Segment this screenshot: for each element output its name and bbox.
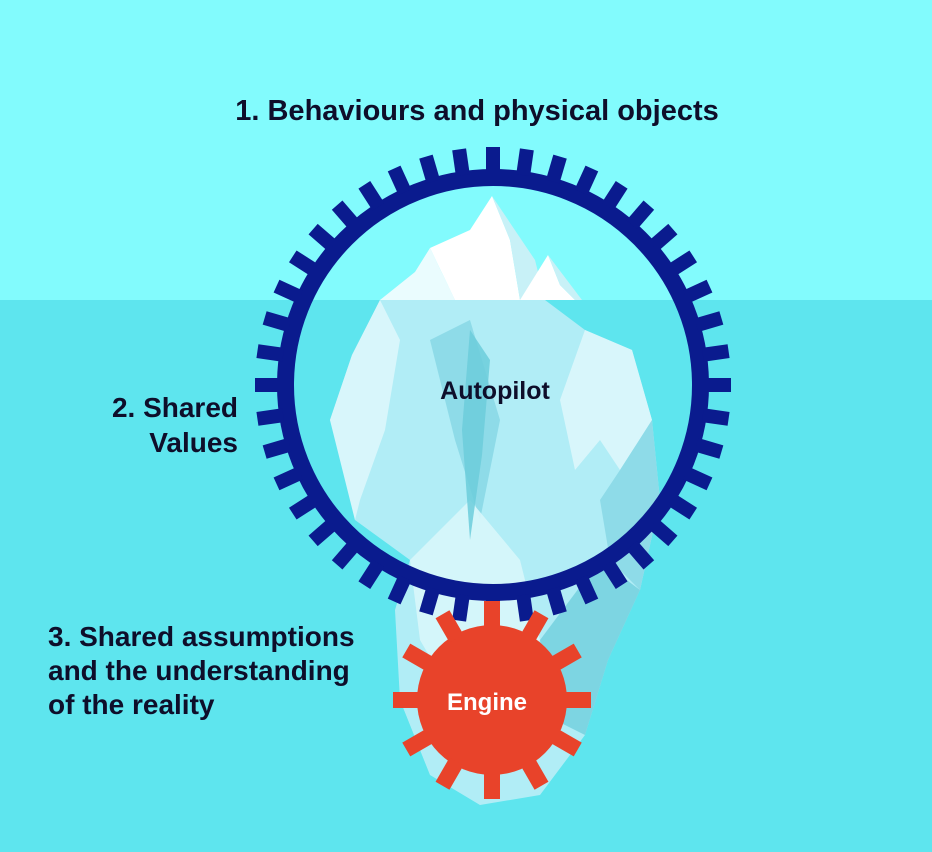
autopilot-gear-tooth: [574, 165, 599, 196]
autopilot-gear-tooth: [516, 148, 534, 177]
autopilot-gear-tooth: [255, 378, 281, 392]
level-3-label: 3. Shared assumptions and the understand…: [48, 621, 355, 720]
autopilot-gear-tooth: [288, 250, 319, 277]
autopilot-gear-tooth: [546, 154, 567, 184]
engine-gear-tooth: [402, 728, 435, 757]
engine-gear-tooth: [435, 757, 464, 790]
autopilot-gear-tooth: [256, 344, 285, 362]
autopilot-gear-tooth: [387, 574, 412, 605]
autopilot-gear-tooth: [308, 518, 338, 547]
autopilot-gear-tooth: [667, 493, 698, 520]
autopilot-gear-tooth: [516, 593, 534, 622]
autopilot-gear-tooth: [419, 154, 440, 184]
level-1-label: 1. Behaviours and physical objects: [235, 95, 719, 127]
autopilot-gear-tooth: [601, 180, 628, 211]
autopilot-gear-tooth: [262, 311, 292, 332]
autopilot-label: Autopilot: [440, 377, 550, 405]
autopilot-gear-tooth: [694, 311, 724, 332]
autopilot-gear-tooth: [626, 200, 655, 230]
autopilot-gear-tooth: [694, 438, 724, 459]
autopilot-gear-ring: [277, 169, 709, 601]
iceberg-tip-peak-shade: [492, 196, 545, 300]
engine-gear-tooth: [520, 610, 549, 643]
iceberg-tip-right: [520, 255, 575, 300]
autopilot-gear-tooth: [682, 466, 713, 491]
autopilot-gear-tooth: [387, 165, 412, 196]
autopilot-gear-tooth: [667, 250, 698, 277]
autopilot-gear: [255, 147, 731, 623]
autopilot-gear-tooth: [308, 223, 338, 252]
autopilot-gear-tooth: [452, 593, 470, 622]
autopilot-gear-tooth: [648, 223, 678, 252]
engine-gear-body: [417, 625, 567, 775]
autopilot-gear-tooth: [701, 408, 730, 426]
autopilot-gear-tooth: [682, 279, 713, 304]
autopilot-gear-tooth: [452, 148, 470, 177]
engine-gear-tooth: [520, 757, 549, 790]
autopilot-gear-tooth: [701, 344, 730, 362]
level-2-label: 2. Shared Values: [111, 392, 238, 458]
engine-gear-tooth: [393, 692, 421, 708]
autopilot-gear-tooth: [486, 147, 500, 173]
iceberg-shade-left: [330, 300, 400, 520]
autopilot-gear-tooth: [331, 200, 360, 230]
engine-gear-tooth: [549, 643, 582, 672]
autopilot-gear-tooth: [273, 466, 304, 491]
iceberg-shade-right: [560, 330, 652, 470]
autopilot-gear-tooth: [574, 574, 599, 605]
autopilot-gear-tooth: [705, 378, 731, 392]
autopilot-gear-tooth: [358, 559, 385, 590]
engine-gear-tooth: [484, 771, 500, 799]
autopilot-gear-tooth: [331, 540, 360, 570]
autopilot-gear-tooth: [648, 518, 678, 547]
autopilot-gear-tooth: [419, 586, 440, 616]
engine-gear-tooth: [402, 643, 435, 672]
autopilot-gear-tooth: [256, 408, 285, 426]
autopilot-gear-tooth: [626, 540, 655, 570]
engine-gear-tooth: [435, 610, 464, 643]
iceberg-tip-right-shade: [548, 255, 582, 300]
autopilot-gear-tooth: [288, 493, 319, 520]
iceberg-shade-streak: [462, 330, 490, 540]
engine-gear: [393, 601, 591, 799]
engine-gear-tooth: [563, 692, 591, 708]
autopilot-gear-tooth: [358, 180, 385, 211]
iceberg-tip-peak: [430, 196, 520, 300]
autopilot-gear-tooth: [546, 586, 567, 616]
engine-gear-tooth: [549, 728, 582, 757]
engine-gear-tooth: [484, 601, 500, 629]
autopilot-gear-tooth: [601, 559, 628, 590]
autopilot-gear-tooth: [273, 279, 304, 304]
engine-label: Engine: [446, 689, 527, 716]
autopilot-gear-tooth: [262, 438, 292, 459]
